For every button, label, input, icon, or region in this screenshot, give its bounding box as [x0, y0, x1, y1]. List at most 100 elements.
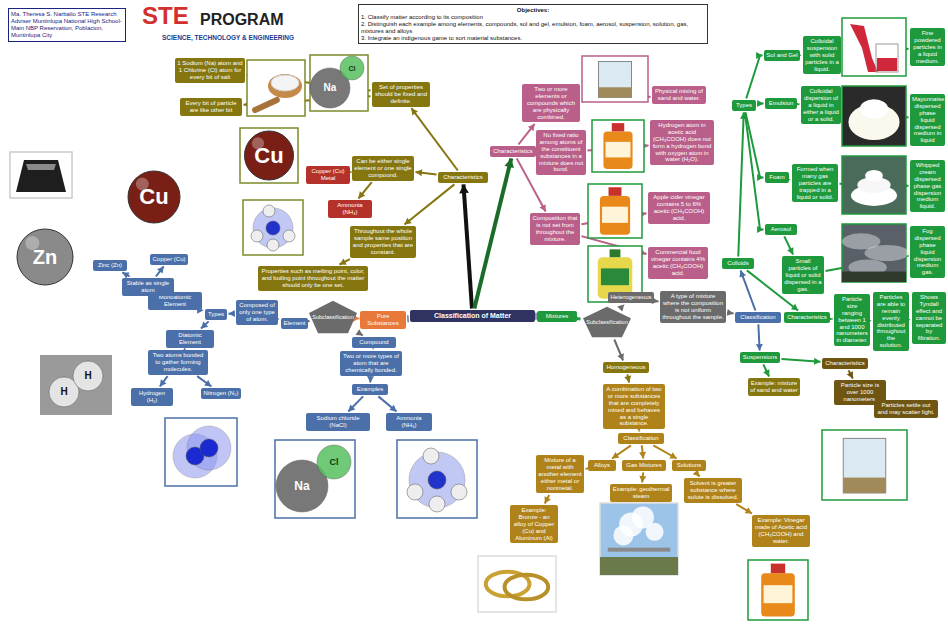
concept-box: Sol and Gel: [764, 50, 800, 61]
concept-box: Characteristics: [822, 358, 868, 369]
concept-box: Formed when many gas particles are trapp…: [792, 164, 838, 202]
node-text: Heterogeneous: [610, 294, 652, 301]
node-text: Characteristics: [786, 314, 828, 321]
concept-box: Solutions: [672, 460, 706, 471]
node-text: Apple cider vinegar contains 5 to 6% ace…: [650, 194, 708, 222]
element-symbol: Zn: [33, 247, 57, 267]
salt-picture: [247, 60, 305, 116]
connector: [624, 374, 631, 382]
concept-box: Colloidal suspension with solid particle…: [803, 36, 841, 74]
node-text: Gas Mixtures: [624, 462, 664, 469]
connector: [757, 100, 763, 107]
connector: [408, 318, 409, 319]
node-text: Stable as single atom: [124, 280, 172, 294]
arrow-head: [639, 476, 646, 483]
vinegar-picture: [588, 184, 642, 238]
connector: [367, 376, 374, 383]
illustration-part: [843, 478, 886, 493]
connector: [201, 321, 209, 328]
logo-subtitle: SCIENCE, TECHNOLOGY & ENGINEERING: [162, 35, 294, 42]
connector-line: [518, 124, 534, 145]
illustration-part: [428, 471, 446, 489]
concept-box: Compound: [352, 337, 396, 348]
arrow-head: [459, 184, 469, 193]
arrow-head: [847, 371, 853, 378]
concept-box: Heterogeneous: [608, 292, 654, 303]
hydrogen-model: [40, 355, 112, 415]
node-text: Classification: [737, 314, 779, 321]
connector-line: [378, 396, 396, 411]
node-text: Example: mixture of sand and water: [750, 380, 798, 394]
connector-line: [339, 259, 349, 264]
node-text: Ma. Theresa S. Narbalio STE Research Adv…: [11, 11, 123, 39]
illustration-part: [275, 440, 355, 518]
illustration-part: [200, 439, 218, 457]
subclass-pentagon: Subclassification: [308, 300, 358, 334]
concept-box: Mixtures: [537, 311, 577, 322]
illustration-part: [17, 229, 73, 285]
pentagon-fill: [583, 307, 631, 338]
node-text: 2. Distinguish each example among elemen…: [361, 21, 705, 35]
connector: [639, 472, 646, 482]
arrow-head: [739, 270, 746, 277]
concept-box: Example: Bronze - an alloy of Copper (Cu…: [510, 505, 558, 543]
connector-line: [411, 108, 457, 170]
node-text: Mixtures: [539, 313, 575, 320]
arrow-head: [617, 353, 623, 360]
node-text: Particles settle out and may scatter lig…: [876, 402, 936, 416]
concept-box: Composed of only one type of atom.: [236, 300, 278, 325]
sand-water-picture: [822, 430, 907, 500]
node-text: Emulsion: [767, 100, 795, 107]
logo-text: STE: [142, 4, 189, 28]
connector: [614, 340, 624, 361]
illustration-part: [603, 131, 632, 168]
illustration-part: [606, 142, 631, 158]
arrow-head: [157, 266, 164, 273]
node-text: Composition that is not set from through…: [532, 215, 578, 243]
illustration-part: [843, 438, 886, 493]
concept-box: Characteristics: [490, 146, 536, 157]
connector-line: [463, 184, 472, 308]
metal-sheet-picture: [10, 152, 72, 198]
connector-line: [738, 112, 743, 256]
illustration-part: [125, 168, 183, 226]
node-text: Throughout the whole sample same positio…: [352, 228, 414, 256]
illustration-part: [263, 205, 275, 217]
fog-picture: [842, 224, 909, 282]
concept-box: Shows Tyndall effect and cannot be separ…: [912, 292, 946, 344]
illustration-part: [842, 86, 906, 146]
node-text: Element: [283, 320, 306, 327]
illustration-part: [247, 60, 305, 116]
concept-box: Mixture of a metal with another element …: [536, 455, 584, 493]
illustration-part: [407, 484, 423, 500]
arrow-head: [404, 218, 411, 225]
node-text: Examples: [354, 386, 386, 393]
concept-box: Properties such as melting point, color,…: [258, 266, 368, 291]
connector-line: [746, 55, 762, 98]
concept-box: Example: mixture of sand and water: [748, 378, 800, 396]
illustration-part: [16, 160, 66, 192]
illustration-part: [842, 156, 906, 214]
node-text: Sodium chloride (NaCl): [308, 415, 368, 429]
illustration-part: [601, 268, 629, 285]
connector: [782, 358, 821, 365]
node-text: Solvent is greater substance where solut…: [686, 480, 740, 501]
element-symbol: Cu: [139, 186, 168, 208]
concept-box: Two atoms bonded to gather forming molec…: [148, 350, 208, 375]
illustration-part: [340, 56, 364, 80]
concept-box: Element: [281, 318, 308, 329]
node-text: Homogeneous: [605, 364, 647, 371]
node-text: Copper (Cu): [152, 256, 186, 263]
node-text: Solutions: [674, 462, 704, 469]
arrow-head: [814, 358, 821, 365]
node-text: Mixture of a metal with another element …: [538, 457, 582, 491]
arrow-head: [756, 344, 763, 351]
illustration-part: [12, 226, 78, 288]
concept-box: Every bit of particle are like other bit: [180, 98, 242, 116]
arrow-head: [389, 405, 396, 412]
arrow-head: [358, 191, 365, 198]
connector: [411, 108, 457, 170]
arrow-head: [745, 507, 752, 513]
atom-label: Na: [324, 83, 337, 93]
node-text: Nitrogen (N₂): [203, 390, 239, 397]
